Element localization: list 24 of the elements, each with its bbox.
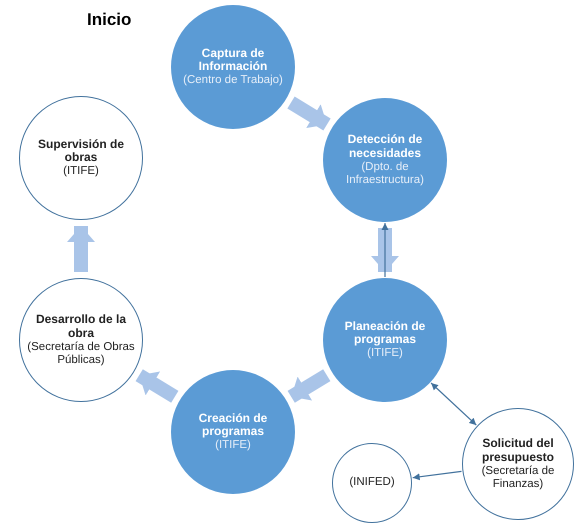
responsible-party: (Secretaría de Obras Públicas)	[27, 340, 135, 368]
responsible-party: (Secretaría de Finanzas)	[480, 464, 556, 492]
block-arrow	[371, 228, 399, 272]
block-arrow	[136, 369, 178, 403]
responsible-party: (ITIFE)	[367, 347, 403, 360]
step-title: Supervisión de obras	[36, 138, 126, 166]
arrow	[412, 470, 462, 480]
arrow	[430, 382, 477, 426]
responsible-party: (INIFED)	[349, 476, 395, 490]
responsible-party: (Dpto. de Infraestructura)	[345, 160, 425, 188]
step-title: Creación de programas	[198, 412, 268, 440]
step-title: Solicitud del presupuesto	[480, 436, 555, 465]
step-title: Detección de necesidades	[346, 132, 424, 161]
responsible-party: (ITIFE)	[215, 439, 251, 452]
block-arrow	[287, 96, 331, 130]
block-arrow	[288, 369, 330, 403]
step-title: Planeación de programas	[344, 320, 426, 348]
block-arrow	[67, 226, 95, 272]
responsible-party: (Centro de Trabajo)	[183, 74, 283, 88]
step-title: Captura de Información	[198, 46, 268, 74]
arrow	[382, 223, 388, 277]
responsible-party: (ITIFE)	[63, 165, 99, 178]
start-label: Inicio	[87, 10, 132, 30]
step-title: Desarrollo de la obra	[34, 312, 128, 341]
